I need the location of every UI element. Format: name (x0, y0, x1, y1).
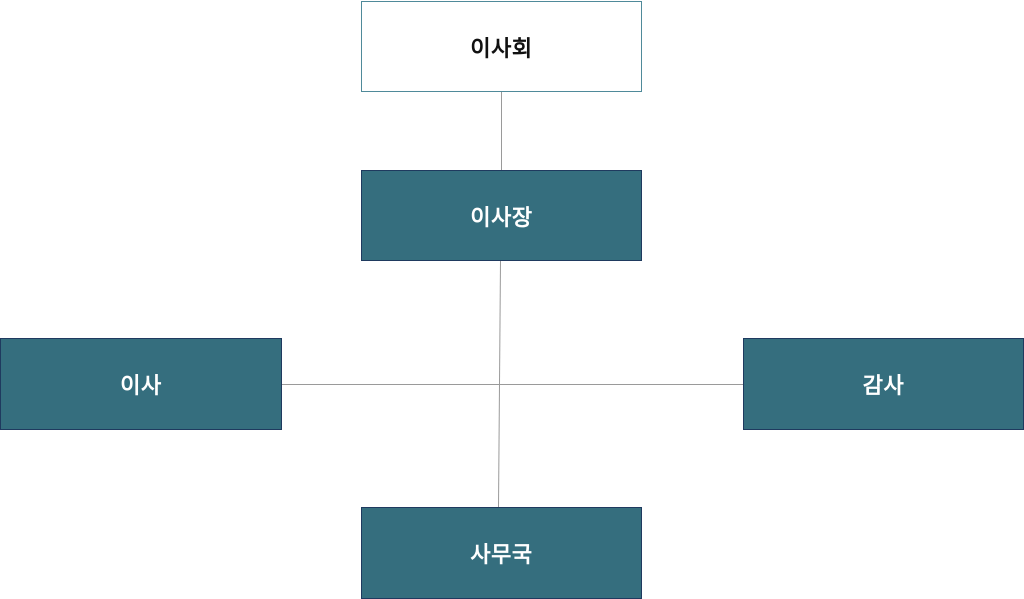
director-node: 이사 (0, 338, 282, 430)
board-label: 이사회 (470, 36, 533, 62)
chair-node: 이사장 (361, 170, 642, 261)
director-label: 이사 (120, 374, 162, 399)
chair-label: 이사장 (470, 205, 533, 231)
board-node: 이사회 (361, 1, 642, 92)
auditor-node: 감사 (743, 338, 1024, 430)
secretariat-node: 사무국 (361, 507, 642, 599)
secretariat-label: 사무국 (470, 543, 533, 568)
auditor-label: 감사 (862, 374, 905, 399)
